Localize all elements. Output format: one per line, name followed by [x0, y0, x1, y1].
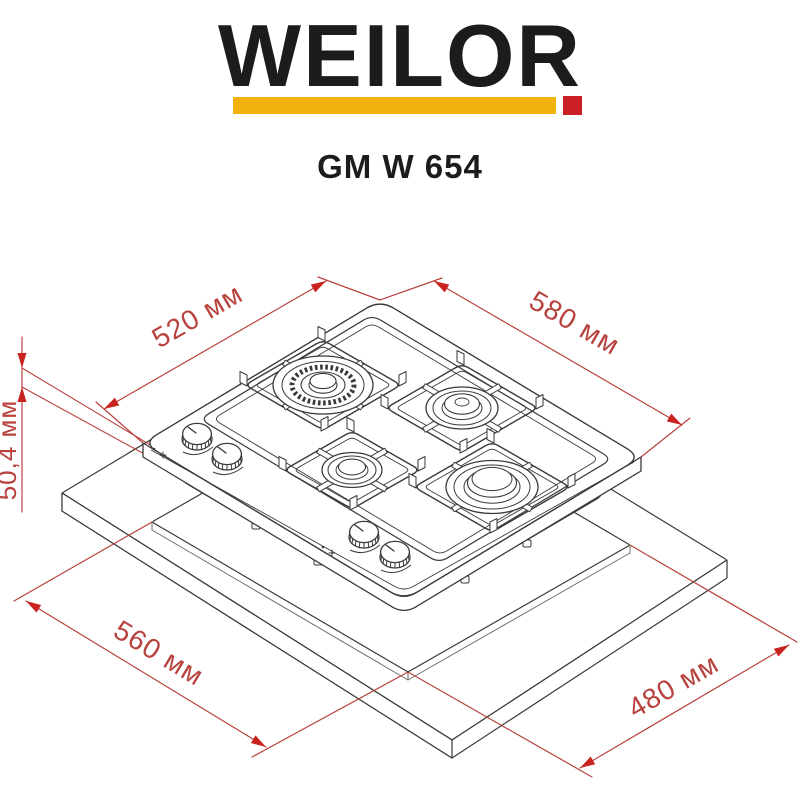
- dimension-label-hob-width: 520 мм: [147, 278, 248, 354]
- brand-logo-yellow-bar: [233, 97, 556, 114]
- brand-logo-text: WEILOR: [218, 6, 582, 105]
- brand-logo-red-square: [563, 96, 582, 115]
- dimension-lines: [13, 276, 798, 778]
- gas-hob-drawing: [142, 303, 642, 612]
- dimension-label-hob-height: 50,4 мм: [0, 400, 22, 501]
- dimension-label-cutout-width: 560 мм: [108, 614, 209, 692]
- model-title: GM W 654: [317, 148, 483, 185]
- dimension-label-hob-depth: 580 мм: [524, 285, 625, 361]
